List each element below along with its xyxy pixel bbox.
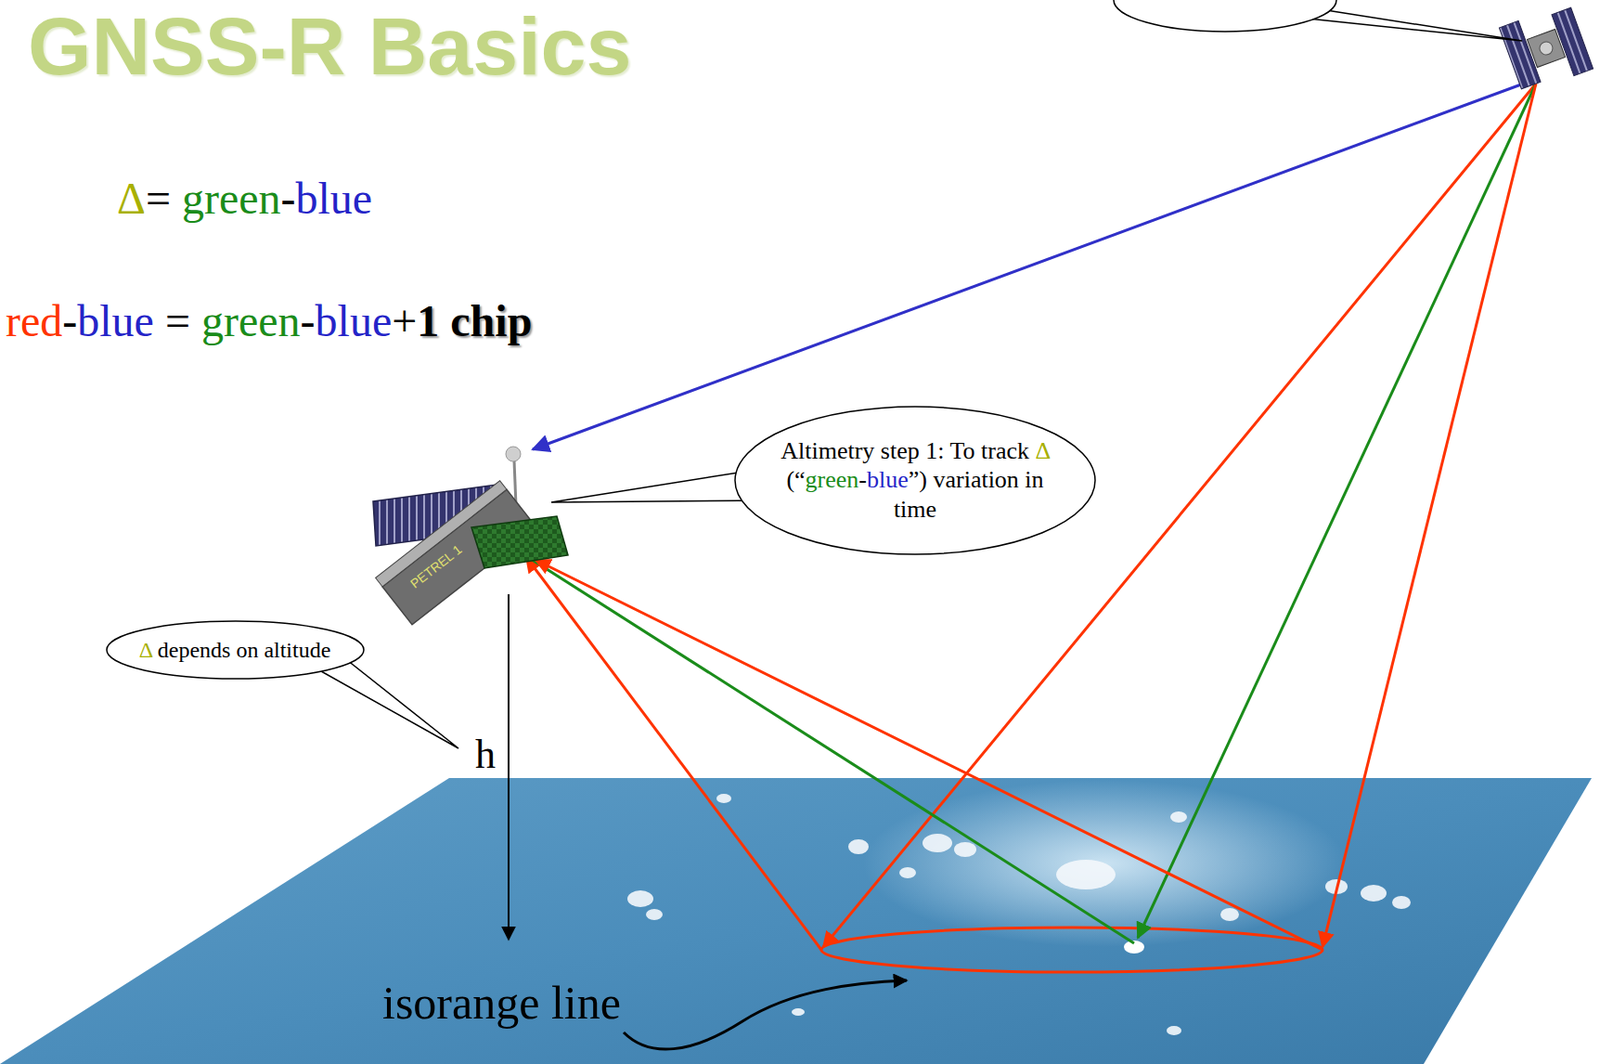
text-run: = bbox=[145, 173, 182, 223]
reflected-ray-red bbox=[526, 556, 822, 950]
balloon-ellipse bbox=[106, 620, 364, 679]
antenna bbox=[505, 446, 521, 462]
art-shape bbox=[1166, 1025, 1182, 1035]
reflected-ray-red bbox=[535, 559, 1323, 950]
text-run: ”) variation in time bbox=[893, 465, 1045, 522]
leo-satellite bbox=[373, 446, 568, 625]
text-run: (“ bbox=[786, 465, 805, 493]
text-run: Altimetry step 1: To track bbox=[780, 437, 1035, 465]
text-run: red bbox=[5, 296, 63, 346]
text-run: - bbox=[62, 296, 78, 346]
art-shape bbox=[1170, 811, 1188, 823]
receiver-antenna-panel bbox=[471, 516, 568, 568]
isorange-ellipse bbox=[821, 927, 1323, 972]
callout-balloon: Δ depends on altitude bbox=[105, 619, 365, 680]
text-run: - bbox=[281, 173, 297, 223]
art-shape bbox=[1392, 895, 1411, 909]
slide-title: GNSS-R Basics bbox=[27, 0, 632, 93]
callout-text: Altimetry step 1: To track Δ (“green-blu… bbox=[775, 436, 1055, 524]
art-shape bbox=[645, 908, 663, 920]
reflected-ray-green bbox=[513, 547, 1135, 943]
gnss-satellite bbox=[1498, 2, 1593, 95]
art-shape bbox=[716, 793, 732, 803]
leader-line bbox=[623, 980, 907, 1049]
text-run: Δ bbox=[1034, 437, 1049, 465]
text-run: blue bbox=[77, 296, 155, 346]
incident-ray-red bbox=[1322, 83, 1536, 947]
callout-balloon: Altimetry step 1: To track Δ (“green-blu… bbox=[734, 405, 1097, 555]
text-run: Δ bbox=[116, 173, 146, 223]
art-shape bbox=[627, 890, 654, 907]
art-shape bbox=[791, 1007, 805, 1016]
formula-text: red-blue = green-blue+1 chip bbox=[5, 295, 532, 347]
art-shape bbox=[1360, 884, 1387, 902]
altitude-arrow bbox=[507, 593, 510, 940]
art-shape bbox=[848, 838, 869, 854]
art-shape bbox=[954, 841, 977, 857]
text-run: - bbox=[858, 465, 867, 493]
callout-text: Δ depends on altitude bbox=[139, 636, 332, 664]
balloon-ellipse bbox=[735, 406, 1096, 555]
text-run: blue bbox=[296, 173, 374, 223]
text-run: green bbox=[805, 465, 860, 493]
art-shape bbox=[899, 866, 917, 878]
text-run: depends on altitude bbox=[152, 637, 332, 662]
text-run: Δ bbox=[139, 637, 153, 662]
incident-ray-red bbox=[823, 83, 1536, 947]
text-run: blue bbox=[315, 296, 393, 346]
text-run: blue bbox=[866, 465, 909, 493]
satellite-body bbox=[1526, 28, 1565, 67]
text-run: 1 chip bbox=[416, 296, 532, 346]
text-run: - bbox=[300, 296, 316, 346]
antenna bbox=[1537, 39, 1555, 57]
art-shape bbox=[1220, 907, 1239, 921]
text-run: + bbox=[391, 296, 417, 346]
art-shape bbox=[1056, 859, 1116, 890]
sun-glint bbox=[863, 779, 1346, 947]
text-run: green bbox=[201, 296, 301, 346]
sea-foam bbox=[627, 793, 1411, 1035]
formula-text: Δ= green-blue bbox=[116, 172, 373, 224]
incident-ray-green bbox=[1137, 83, 1536, 938]
text-run: = bbox=[154, 296, 202, 346]
art-shape bbox=[922, 833, 953, 852]
isorange-label: isorange line bbox=[382, 976, 621, 1031]
altitude-label: h bbox=[475, 731, 496, 779]
text-run: green bbox=[181, 173, 282, 223]
callout-balloon-partial bbox=[1113, 0, 1337, 32]
